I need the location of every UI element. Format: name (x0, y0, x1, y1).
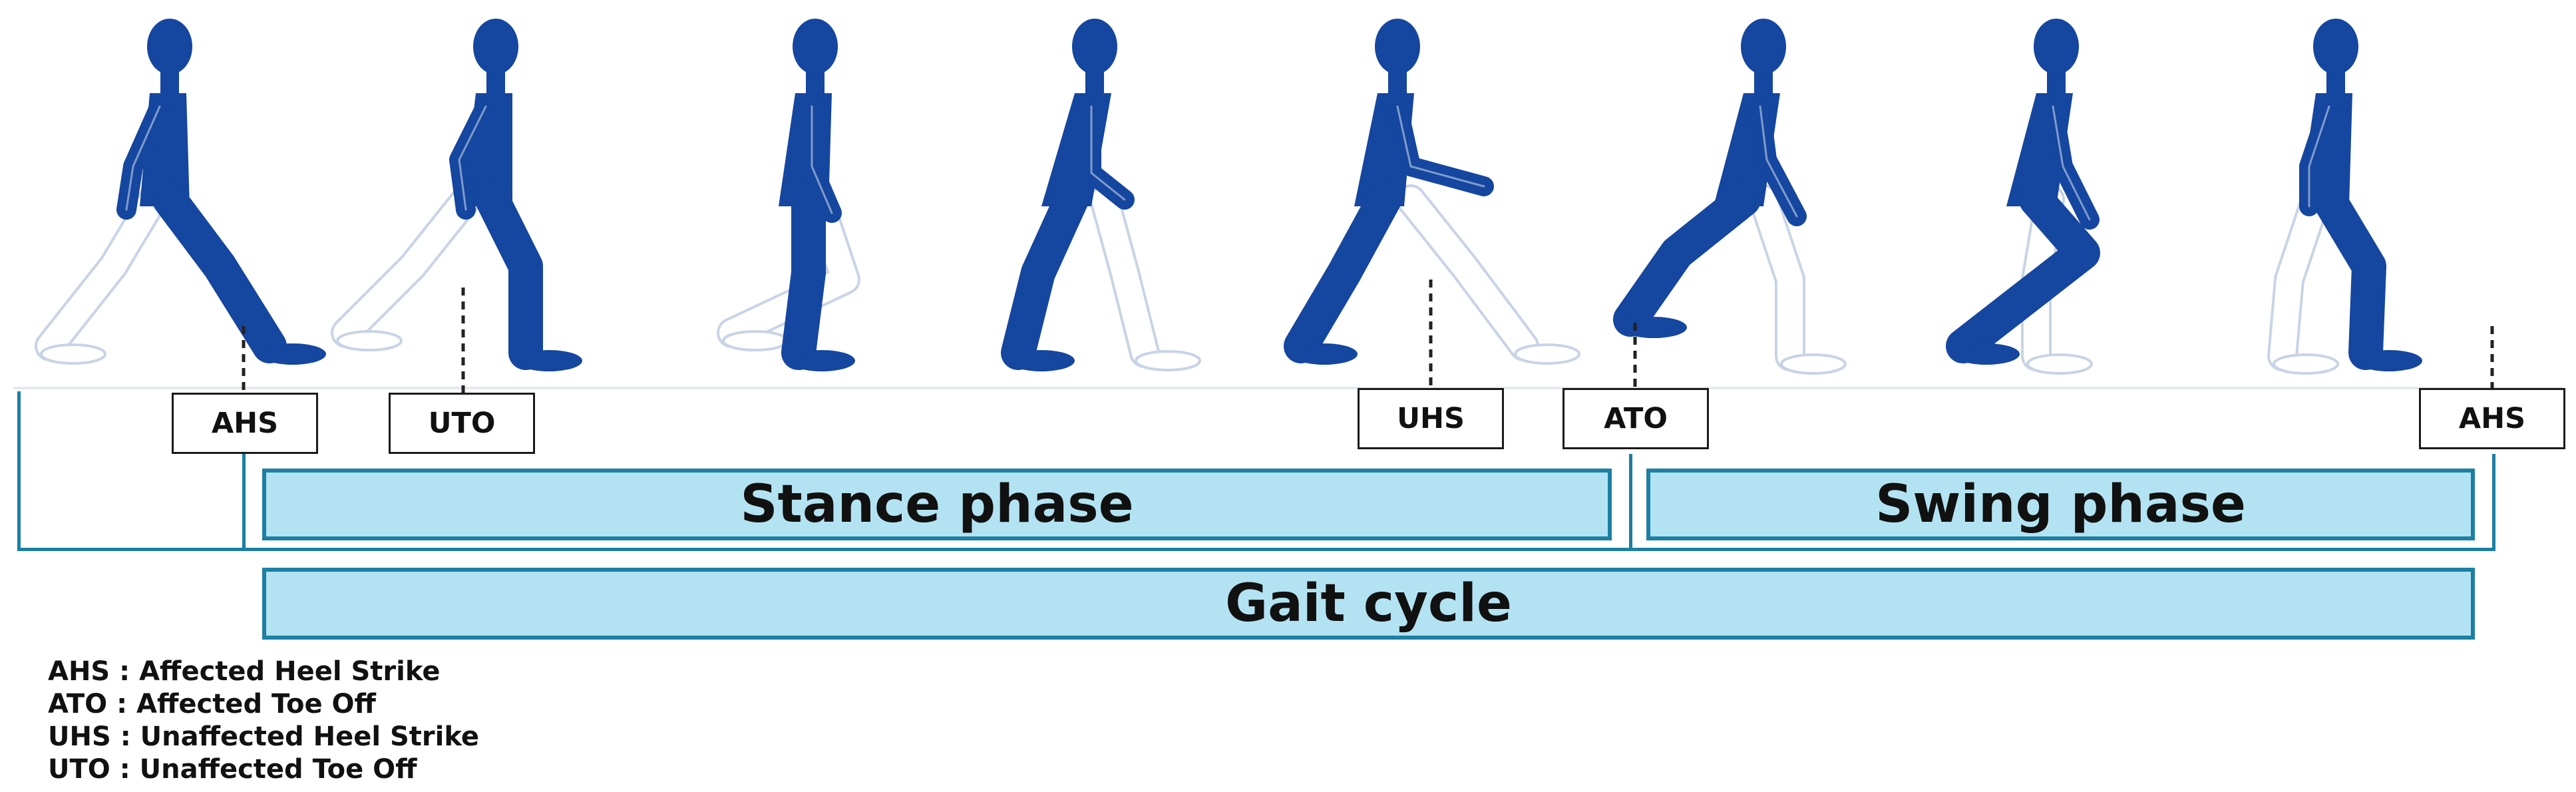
legend-item-ato: ATO : Affected Toe Off (48, 689, 376, 719)
walking-figure-icon (1001, 19, 1201, 371)
event-label-ahs-start: AHS (172, 393, 318, 454)
swing-phase-bar: Swing phase (1646, 469, 2475, 540)
bracket-bottom-line (17, 548, 2495, 551)
event-label-uhs: UHS (1358, 388, 1504, 449)
left-bracket-vertical (17, 391, 21, 551)
legend-item-ahs: AHS : Affected Heel Strike (48, 656, 441, 687)
gait-cycle-bar: Gait cycle (262, 568, 2475, 640)
walking-figure-icon (331, 19, 582, 371)
event-label-ahs-end: AHS (2419, 388, 2565, 449)
walking-figure-icon (1613, 19, 1847, 375)
abbreviation-legend: AHS : Affected Heel Strike ATO : Affecte… (48, 656, 479, 786)
legend-item-uto: UTO : Unaffected Toe Off (48, 754, 417, 785)
walking-figure-icon (1284, 19, 1580, 365)
walking-figures-illustration (13, 19, 2562, 393)
ahs-end-vertical (2492, 454, 2495, 551)
ato-vertical (1629, 454, 1632, 551)
event-label-uto: UTO (389, 393, 535, 454)
walking-figure-icon (717, 19, 860, 371)
walking-figure-icon (2267, 19, 2422, 375)
ahs-start-vertical (242, 454, 246, 551)
event-label-ato: ATO (1563, 388, 1709, 449)
legend-item-uhs: UHS : Unaffected Heel Strike (48, 721, 480, 752)
walking-figure-icon (1946, 19, 2100, 375)
walking-figure-icon (35, 19, 326, 365)
event-markers (242, 280, 2494, 393)
stance-phase-bar: Stance phase (262, 469, 1612, 540)
